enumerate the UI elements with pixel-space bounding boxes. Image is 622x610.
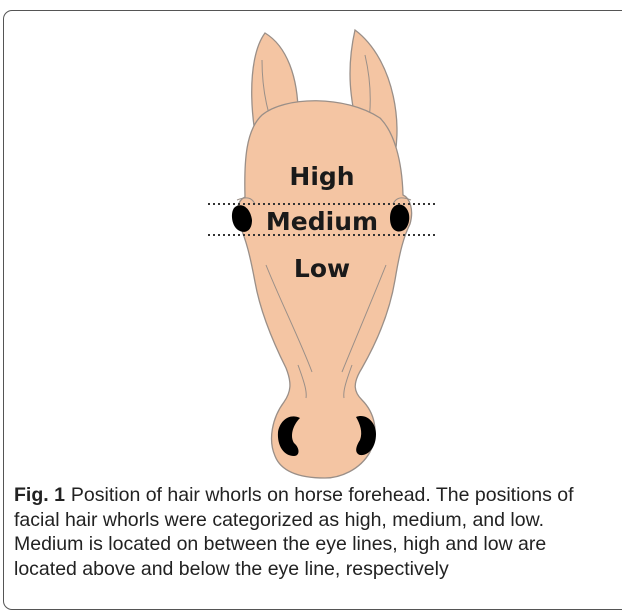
zone-label-high: High	[289, 162, 354, 191]
right-eye-icon	[390, 205, 409, 232]
zone-label-medium: Medium	[266, 207, 378, 236]
horse-head-diagram: High Medium Low	[0, 0, 622, 480]
zone-label-low: Low	[294, 254, 350, 283]
horse-head-icon	[237, 101, 412, 478]
caption-text: Position of hair whorls on horse forehea…	[14, 484, 574, 580]
figure-number: Fig. 1	[14, 484, 65, 506]
